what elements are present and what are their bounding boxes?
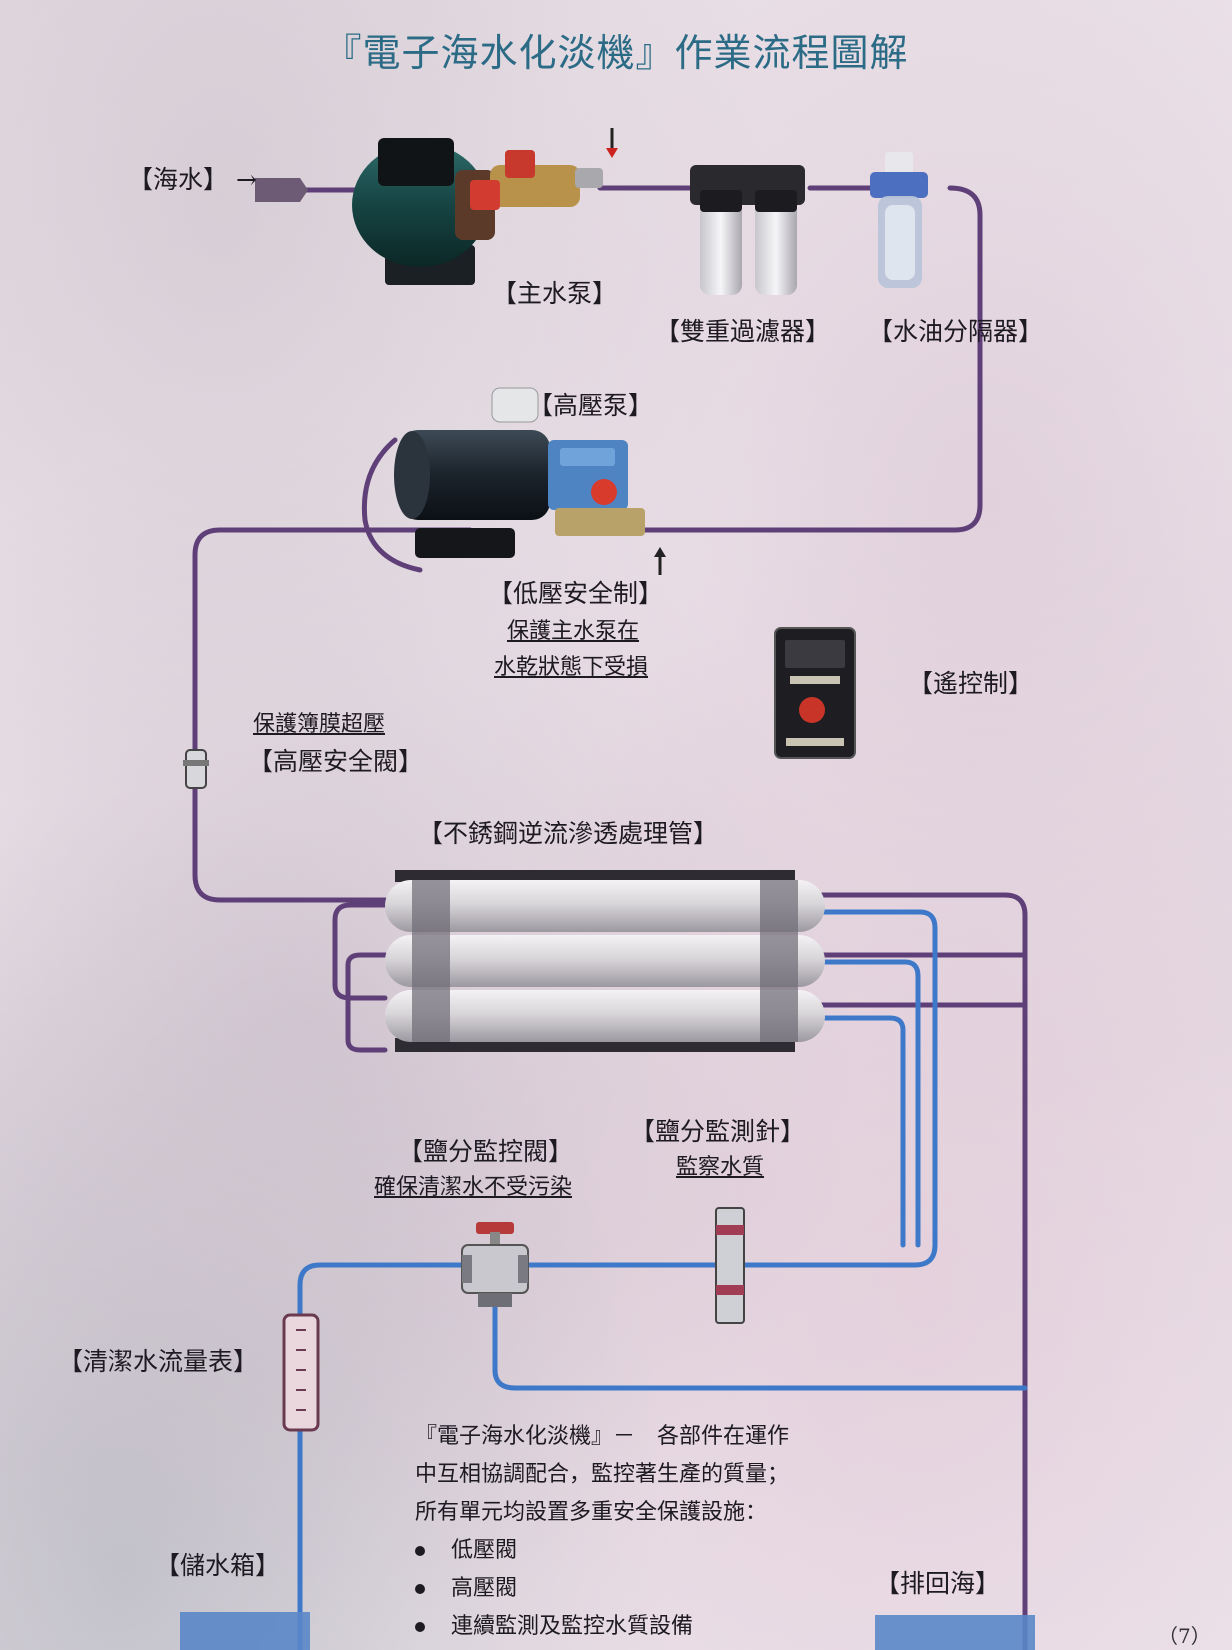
salinity-probe-note: 監察水質 [676, 1155, 765, 1180]
high-pressure-valve-image [183, 749, 209, 789]
discharge-outlet-image [875, 1615, 1035, 1650]
label-high-pressure-valve: 【高壓安全閥】 [248, 747, 424, 776]
pipe-reject-to-brine [492, 1297, 1028, 1391]
safety-item-low-pressure-valve: 低壓閥 [415, 1532, 935, 1570]
seawater-pipes [192, 185, 1028, 1650]
oil-separator-image [870, 152, 928, 288]
notes-line-1: 『電子海水化淡機』－ 各部件在運作 [415, 1424, 790, 1449]
label-oil-separator: 【水油分隔器】 [868, 317, 1044, 346]
pipe-separator-to-hp-pump [637, 185, 983, 533]
pipe-brine-main [819, 892, 1028, 1650]
notes-line-3: 所有單元均設置多重安全保護設施： [415, 1500, 768, 1525]
notes-block: 『電子海水化淡機』－ 各部件在運作 中互相協調配合，監控著生產的質量； 所有單元… [415, 1418, 935, 1646]
clean-water-pipes [297, 909, 1028, 1650]
pipe-ro-loop-left-inner [345, 952, 388, 1053]
pipe-to-storage [297, 1262, 465, 1650]
safety-list: 低壓閥 高壓閥 連續監測及監控水質設備 [415, 1532, 935, 1646]
label-main-pump: 【主水泵】 [492, 279, 618, 308]
high-pressure-pump-image [394, 387, 666, 575]
salinity-valve-image [461, 1222, 529, 1307]
label-seawater: 【海水】 → [128, 166, 257, 194]
label-salinity-valve: 【鹽分監控閥】 [398, 1137, 574, 1166]
safety-item-high-pressure-valve: 高壓閥 [415, 1570, 935, 1608]
dual-filter-image [690, 165, 805, 295]
label-ro-tube: 【不銹鋼逆流滲透處理管】 [418, 819, 719, 848]
salinity-probe-image [715, 1207, 745, 1324]
storage-tank-image [180, 1612, 310, 1650]
label-remote-control: 【遙控制】 [908, 669, 1034, 698]
flow-meter-image [282, 1313, 320, 1432]
pipe-ro-loop-left-outer [332, 902, 388, 1001]
seawater-arrow-icon: → [235, 165, 257, 194]
label-flow-meter: 【清潔水流量表】 [58, 1347, 259, 1376]
remote-control-image [774, 627, 856, 759]
membrane-note: 保護簿膜超壓 [253, 712, 386, 737]
pipe-clean-main [527, 909, 938, 1268]
label-storage-tank: 【儲水箱】 [155, 1551, 281, 1580]
pipe-hp-to-ro [192, 527, 473, 903]
pipe-clean-3 [819, 1015, 906, 1248]
label-salinity-probe: 【鹽分監測針】 [630, 1117, 806, 1146]
safety-item-water-quality-monitoring: 連續監測及監控水質設備 [415, 1608, 935, 1646]
salinity-valve-note: 確保清潔水不受污染 [374, 1175, 573, 1200]
label-seawater-text: 【海水】 [128, 165, 229, 194]
label-dual-filter: 【雙重過濾器】 [655, 317, 831, 346]
pipe-clean-2 [819, 959, 921, 1248]
pipe-hp-loop [361, 437, 423, 573]
page-number: （7） [1158, 1624, 1211, 1648]
page-title: 『電子海水化淡機』作業流程圖解 [323, 31, 909, 75]
low-pressure-note-2: 水乾狀態下受損 [494, 655, 649, 680]
label-high-pressure-pump: 【高壓泵】 [528, 391, 654, 420]
inlet-nozzle [255, 178, 308, 202]
ro-tube-image [385, 870, 825, 1052]
label-discharge: 【排回海】 [875, 1569, 1001, 1598]
low-pressure-note-1: 保護主水泵在 [507, 619, 640, 644]
notes-line-2: 中互相協調配合，監控著生產的質量； [415, 1462, 790, 1487]
label-low-pressure-safety: 【低壓安全制】 [488, 579, 664, 608]
main-pump-image [255, 128, 618, 285]
